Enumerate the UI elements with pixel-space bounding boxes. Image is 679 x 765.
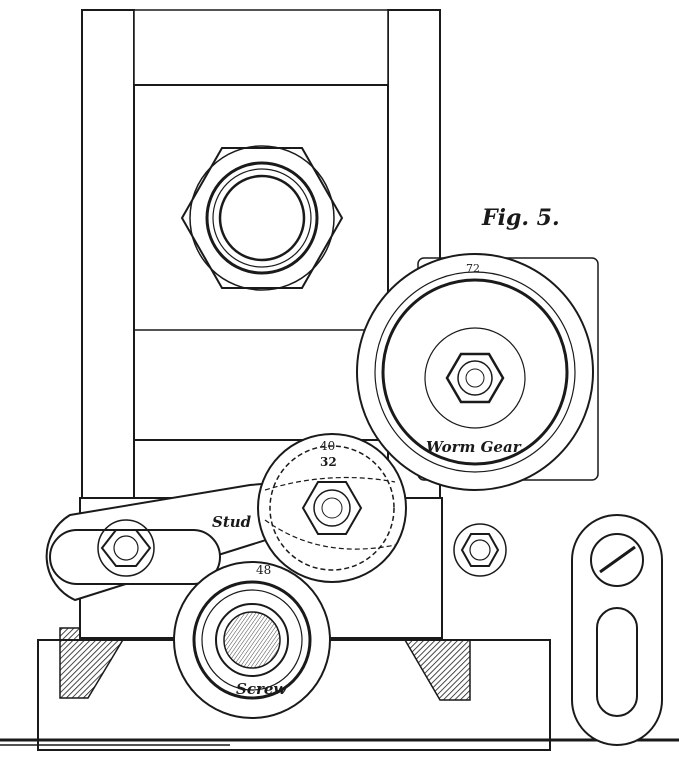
screw-label: Screw (236, 680, 287, 698)
worm-gear (356, 253, 594, 491)
worm-gear-teeth: 72 (466, 262, 480, 275)
stud-gear (257, 433, 407, 583)
screw-gear (173, 561, 331, 719)
stud-gear-inner-teeth: 32 (320, 455, 337, 469)
stud-gear-outer-teeth: 40 (320, 439, 335, 453)
figure-caption: Fig. 5. (481, 205, 560, 231)
screw-gear-teeth: 48 (256, 563, 271, 577)
worm-gear-label: Worm Gear. (426, 438, 524, 456)
spindle-nut (180, 145, 344, 291)
slotted-bracket (571, 514, 663, 746)
small-nut-right (453, 523, 507, 577)
stud-label: Stud (212, 513, 252, 531)
